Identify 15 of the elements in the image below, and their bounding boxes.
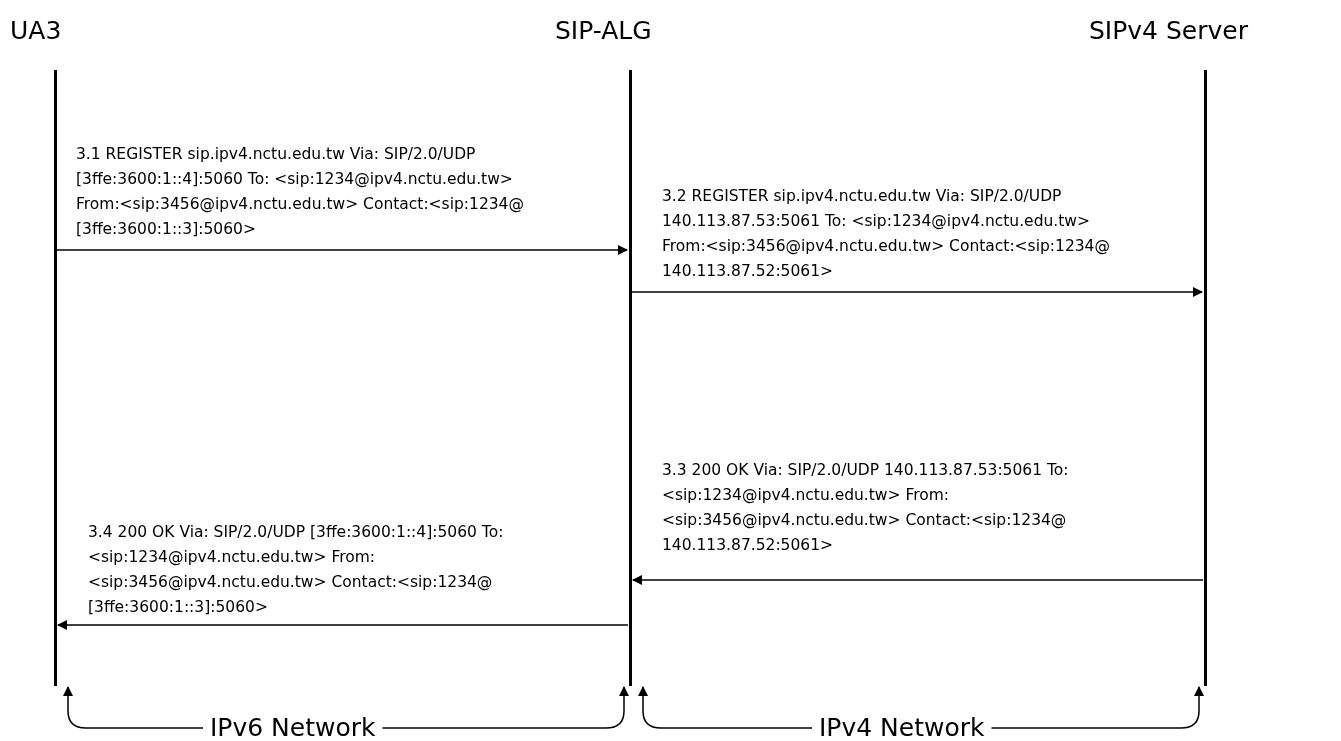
- participant-name: SIPv4 Server: [1089, 15, 1248, 47]
- message-label: 3.2 REGISTER sip.ipv4.nctu.edu.tw Via: SIP/2.0/UDP 140.113.87.53:5061 To: <sip:1234@ipv4.nctu.edu.tw> From:<sip:3456@ipv4.nctu.edu.tw> Contact:<sip:1234@ 140.113.87.52:5061>: [662, 186, 1111, 282]
- arrow: [56, 245, 628, 255]
- arrow: [631, 287, 1203, 297]
- arrow: [632, 575, 1204, 585]
- message-label: 3.1 REGISTER sip.ipv4.nctu.edu.tw Via: SIP/2.0/UDP [3ffe:3600:1::4]:5060 To: <sip:1234@ipv4.nctu.edu.tw> From:<sip:3456@ipv4.nctu.edu.tw> Contact:<sip:1234@ [3ffe:3600:1::3]:5060>: [76, 144, 525, 240]
- arrow: [990, 686, 1204, 729]
- message-label: 3.4 200 OK Via: SIP/2.0/UDP [3ffe:3600:1::4]:5060 To: <sip:1234@ipv4.nctu.edu.tw> From:<sip:3456@ipv4.nctu.edu.tw> Contact:<sip:1234@ [3ffe:3600:1::3]:5060>: [88, 522, 505, 618]
- arrow: [638, 686, 813, 729]
- participant-name: UA3: [10, 15, 62, 47]
- arrow: [63, 686, 204, 729]
- arrow: [57, 620, 629, 630]
- arrow: [381, 686, 629, 729]
- message-label: 3.3 200 OK Via: SIP/2.0/UDP 140.113.87.53:5061 To: <sip:1234@ipv4.nctu.edu.tw> From:<sip:3456@ipv4.nctu.edu.tw> Contact:<sip:1234@ 140.113.87.52:5061>: [662, 460, 1070, 556]
- participant-name: SIP-ALG: [555, 15, 652, 47]
